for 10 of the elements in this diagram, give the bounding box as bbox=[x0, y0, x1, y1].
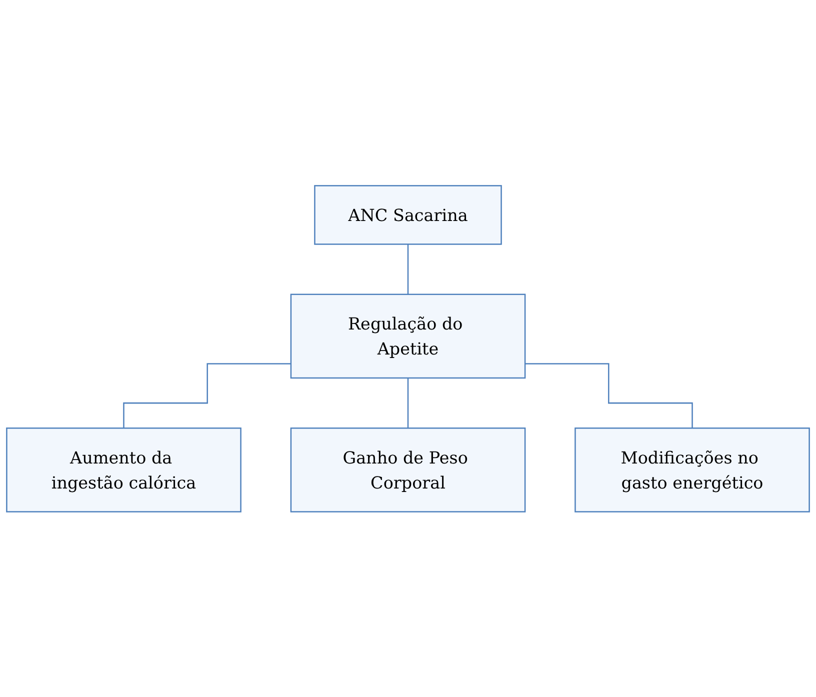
node-box bbox=[314, 184, 502, 245]
node-box bbox=[6, 427, 242, 512]
connector bbox=[123, 362, 291, 429]
node-box bbox=[290, 427, 526, 512]
connector bbox=[525, 362, 693, 429]
connector bbox=[407, 377, 409, 429]
node-box bbox=[574, 427, 810, 512]
flowchart-diagram: ANC Sacarina Regulação do Apetite Aumento da ingestão calórica Modificações no gasto energético Ganho de Peso Corporal bbox=[0, 178, 816, 518]
connector bbox=[407, 243, 409, 295]
node-box bbox=[290, 294, 526, 378]
